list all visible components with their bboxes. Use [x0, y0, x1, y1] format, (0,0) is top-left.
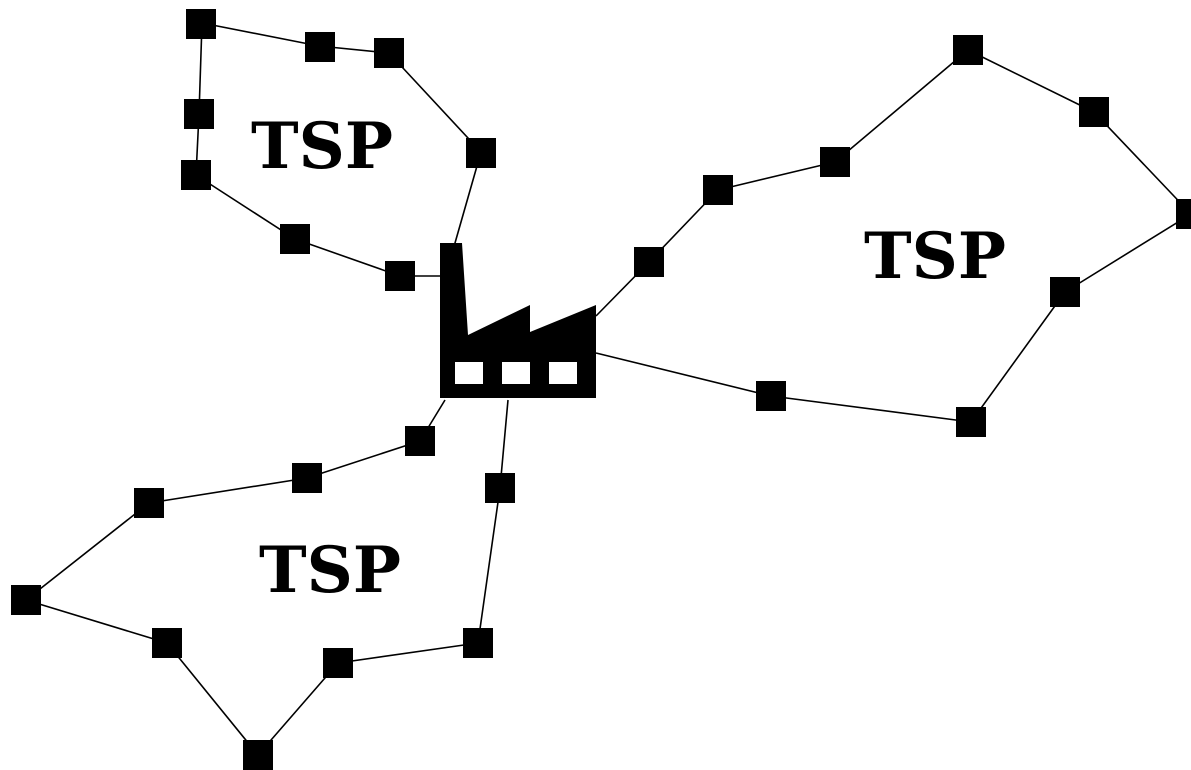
- customer-node: [385, 261, 415, 291]
- route-cluster-bottom-left: TSP: [11, 399, 515, 770]
- customer-node: [11, 585, 41, 615]
- customer-node: [953, 35, 983, 65]
- customer-node: [374, 38, 404, 68]
- customer-node: [184, 99, 214, 129]
- customer-node: [466, 138, 496, 168]
- factory-window: [502, 362, 530, 384]
- route-line: [195, 22, 482, 277]
- factory-silhouette: [440, 243, 596, 398]
- customer-node: [1050, 277, 1080, 307]
- cluster-label: TSP: [864, 219, 1006, 294]
- factory-window: [455, 362, 483, 384]
- customer-node: [820, 147, 850, 177]
- route-cluster-top-left: TSP: [181, 9, 496, 291]
- customer-node: [463, 628, 493, 658]
- customer-node: [152, 628, 182, 658]
- customer-node: [292, 463, 322, 493]
- customer-node: [756, 381, 786, 411]
- customer-node: [134, 488, 164, 518]
- factory-icon: [440, 243, 596, 398]
- cluster-label: TSP: [251, 109, 393, 184]
- customer-node: [186, 9, 216, 39]
- customer-node: [1176, 199, 1191, 229]
- customer-node: [405, 426, 435, 456]
- customer-node: [305, 32, 335, 62]
- customer-node: [703, 175, 733, 205]
- customer-node: [956, 407, 986, 437]
- customer-node: [634, 247, 664, 277]
- customer-node: [485, 473, 515, 503]
- factory-window: [549, 362, 577, 384]
- customer-node: [1079, 97, 1109, 127]
- customer-node: [243, 740, 273, 770]
- route-cluster-right: TSP: [595, 35, 1191, 437]
- customer-node: [323, 648, 353, 678]
- customer-node: [181, 160, 211, 190]
- cluster-label: TSP: [259, 533, 401, 608]
- customer-node: [280, 224, 310, 254]
